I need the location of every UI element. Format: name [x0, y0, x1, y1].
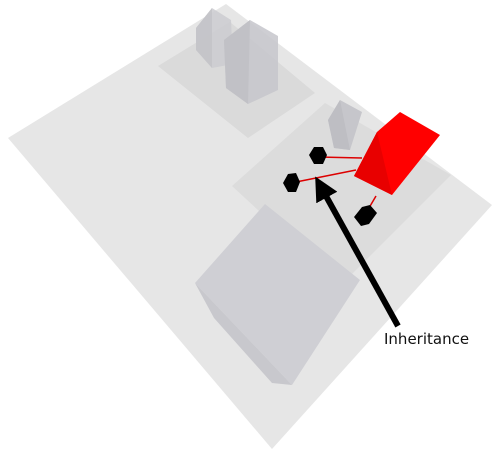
arrow-icon	[315, 176, 401, 328]
small-building	[328, 100, 362, 150]
node-bottom	[354, 205, 377, 226]
node-left	[283, 173, 300, 192]
top-buildings	[196, 8, 278, 104]
large-building	[195, 204, 360, 385]
nodes	[283, 147, 377, 226]
red-building	[354, 112, 440, 195]
node-top	[309, 147, 327, 164]
inheritance-label: Inheritance	[384, 330, 470, 348]
large-building-side	[195, 283, 292, 385]
